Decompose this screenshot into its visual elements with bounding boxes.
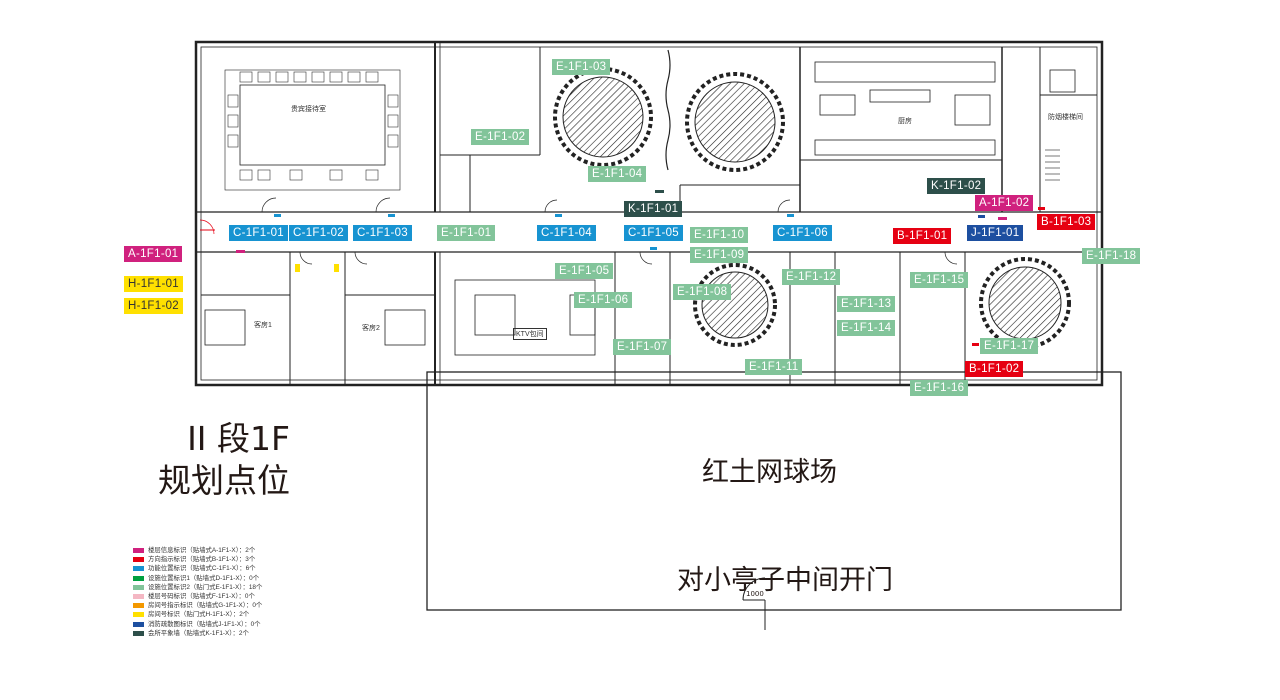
room-label-guest1: 客房1 bbox=[254, 322, 272, 329]
marker-a-1f1-02: A-1F1-02 bbox=[975, 195, 1034, 211]
room-label-guest2: 客房2 bbox=[362, 325, 380, 332]
marker-e-1f1-15: E-1F1-15 bbox=[910, 272, 969, 288]
legend-text: 设施位置标识1（贴墙式D-1F1-X）：0个 bbox=[148, 574, 260, 582]
marker-c-1f1-05: C-1F1-05 bbox=[624, 225, 683, 241]
legend-text: 楼层信息标识（贴墙式A-1F1-X）：2个 bbox=[148, 547, 256, 555]
legend-text: 功能位置标识（贴墙式C-1F1-X）：6个 bbox=[148, 565, 256, 573]
room-label-meeting: 贵宾接待室 bbox=[291, 106, 326, 113]
legend-text: 消防疏散图标识（贴墙式J-1F1-X）：0个 bbox=[148, 620, 261, 628]
room-label-stair: 防烟楼梯间 bbox=[1048, 114, 1083, 121]
marker-a-1f1-01: A-1F1-01 bbox=[124, 246, 183, 262]
marker-e-1f1-09: E-1F1-09 bbox=[690, 247, 749, 263]
legend-swatch bbox=[133, 603, 144, 609]
marker-e-1f1-08: E-1F1-08 bbox=[673, 284, 732, 300]
marker-b-1f1-03: B-1F1-03 bbox=[1037, 214, 1096, 230]
legend-row: 楼层号码标识（贴墙式F-1F1-X）：0个 bbox=[133, 592, 262, 601]
marker-b-1f1-01: B-1F1-01 bbox=[893, 228, 952, 244]
marker-c-1f1-01: C-1F1-01 bbox=[229, 225, 288, 241]
marker-k-1f1-01: K-1F1-01 bbox=[624, 201, 683, 217]
marker-c-1f1-03: C-1F1-03 bbox=[353, 225, 412, 241]
marker-h-1f1-01: H-1F1-01 bbox=[124, 276, 183, 292]
door-width-label: 1000 bbox=[746, 590, 764, 598]
legend-text: 楼层号码标识（贴墙式F-1F1-X）：0个 bbox=[148, 593, 255, 601]
marker-c-1f1-04: C-1F1-04 bbox=[537, 225, 596, 241]
legend-text: 房间号标识（贴门式H-1F1-X）：2个 bbox=[148, 611, 250, 619]
marker-e-1f1-07: E-1F1-07 bbox=[613, 339, 672, 355]
court-label: 红土网球场 bbox=[702, 457, 837, 488]
marker-c-1f1-02: C-1F1-02 bbox=[289, 225, 348, 241]
legend-swatch bbox=[133, 575, 144, 581]
legend-text: 方向指示标识（贴墙式B-1F1-X）：3个 bbox=[148, 556, 256, 564]
legend-swatch bbox=[133, 612, 144, 618]
legend-text: 设施位置标识2（贴门式E-1F1-X）：18个 bbox=[148, 583, 263, 591]
legend-swatch bbox=[133, 594, 144, 600]
room-label-ktv: KTV包间 bbox=[513, 328, 547, 340]
legend-row: 方向指示标识（贴墙式B-1F1-X）：3个 bbox=[133, 555, 262, 564]
legend-swatch bbox=[133, 548, 144, 554]
marker-k-1f1-02: K-1F1-02 bbox=[927, 178, 986, 194]
marker-h-1f1-02: H-1F1-02 bbox=[124, 298, 183, 314]
marker-j-1f1-01: J-1F1-01 bbox=[967, 225, 1024, 241]
marker-e-1f1-06: E-1F1-06 bbox=[574, 292, 633, 308]
marker-e-1f1-03: E-1F1-03 bbox=[552, 59, 611, 75]
legend-swatch bbox=[133, 621, 144, 627]
marker-e-1f1-17: E-1F1-17 bbox=[980, 338, 1039, 354]
legend-text: 房间号指示标识（贴墙式G-1F1-X）：0个 bbox=[148, 602, 263, 610]
legend-swatch bbox=[133, 584, 144, 590]
marker-c-1f1-06: C-1F1-06 bbox=[773, 225, 832, 241]
legend-swatch bbox=[133, 557, 144, 563]
legend: 楼层信息标识（贴墙式A-1F1-X）：2个方向指示标识（贴墙式B-1F1-X）：… bbox=[133, 546, 262, 638]
legend-swatch bbox=[133, 566, 144, 572]
room-label-kitchen: 厨房 bbox=[898, 118, 912, 125]
marker-e-1f1-01: E-1F1-01 bbox=[437, 225, 496, 241]
marker-b-1f1-02: B-1F1-02 bbox=[965, 361, 1024, 377]
legend-row: 楼层信息标识（贴墙式A-1F1-X）：2个 bbox=[133, 546, 262, 555]
marker-e-1f1-04: E-1F1-04 bbox=[588, 166, 647, 182]
legend-row: 功能位置标识（贴墙式C-1F1-X）：6个 bbox=[133, 564, 262, 573]
legend-row: 房间号指示标识（贴墙式G-1F1-X）：0个 bbox=[133, 601, 262, 610]
legend-row: 会所平象墙（贴墙式K-1F1-X）：2个 bbox=[133, 629, 262, 638]
marker-e-1f1-14: E-1F1-14 bbox=[837, 320, 896, 336]
marker-e-1f1-18: E-1F1-18 bbox=[1082, 248, 1141, 264]
marker-e-1f1-13: E-1F1-13 bbox=[837, 296, 896, 312]
legend-row: 设施位置标识1（贴墙式D-1F1-X）：0个 bbox=[133, 574, 262, 583]
legend-row: 设施位置标识2（贴门式E-1F1-X）：18个 bbox=[133, 583, 262, 592]
gate-label: 对小亭子中间开门 bbox=[677, 565, 893, 596]
marker-e-1f1-02: E-1F1-02 bbox=[471, 129, 530, 145]
marker-e-1f1-11: E-1F1-11 bbox=[745, 359, 803, 375]
legend-text: 会所平象墙（贴墙式K-1F1-X）：2个 bbox=[148, 629, 249, 637]
title-line2: 规划点位 bbox=[158, 461, 290, 500]
title-line1: II 段1F bbox=[187, 419, 290, 458]
marker-e-1f1-10: E-1F1-10 bbox=[690, 227, 749, 243]
legend-row: 房间号标识（贴门式H-1F1-X）：2个 bbox=[133, 610, 262, 619]
legend-row: 消防疏散图标识（贴墙式J-1F1-X）：0个 bbox=[133, 620, 262, 629]
marker-e-1f1-16: E-1F1-16 bbox=[910, 380, 969, 396]
legend-swatch bbox=[133, 630, 144, 636]
marker-e-1f1-12: E-1F1-12 bbox=[782, 269, 841, 285]
marker-e-1f1-05: E-1F1-05 bbox=[555, 263, 614, 279]
